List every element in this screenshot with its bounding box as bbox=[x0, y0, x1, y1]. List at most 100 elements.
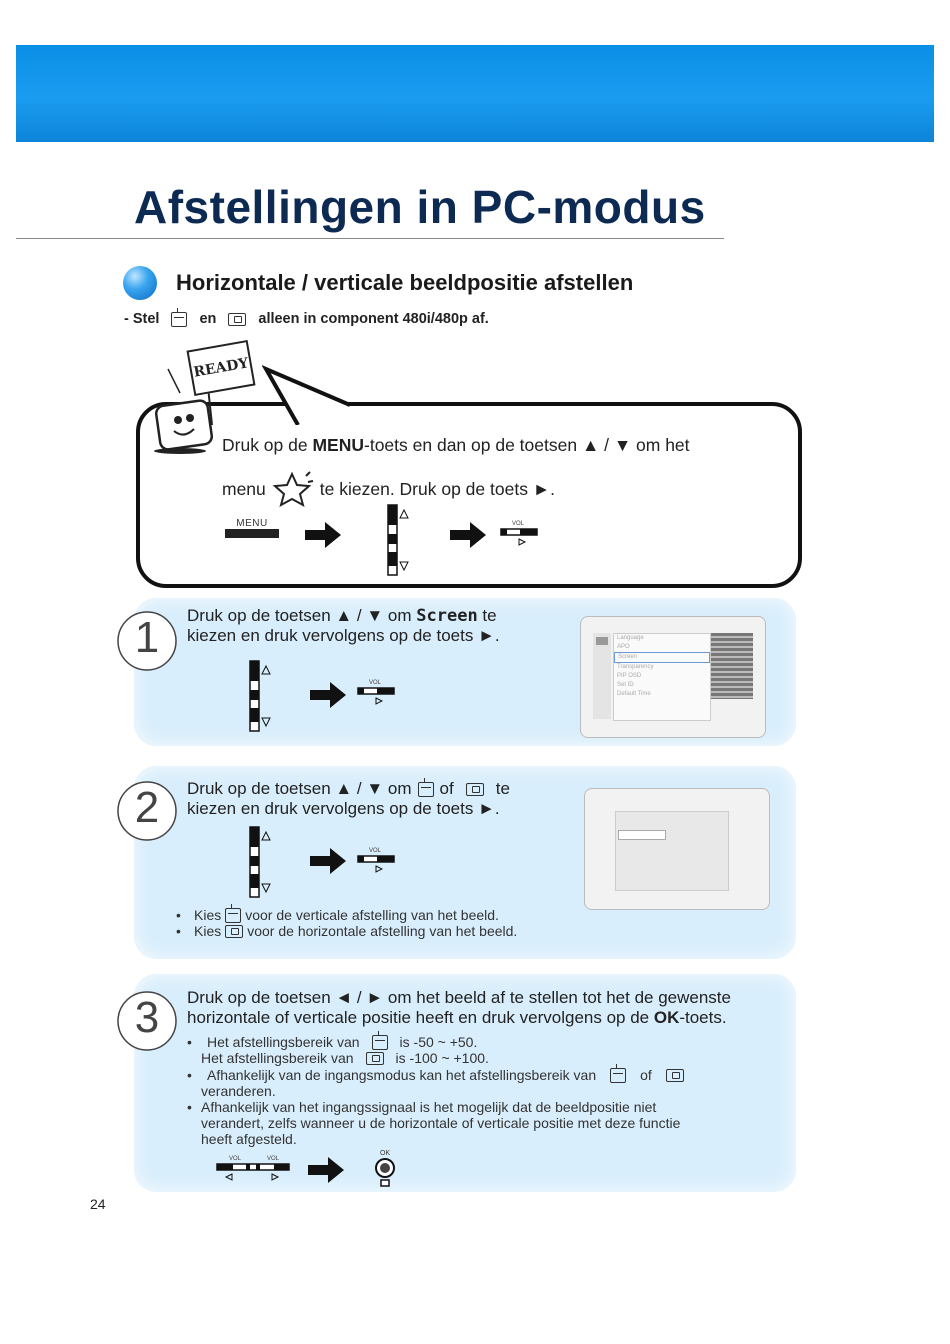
step-3-line-2: horizontale of verticale positie heeft e… bbox=[187, 1008, 727, 1028]
step-text: -toets. bbox=[679, 1008, 727, 1027]
horizontal-position-icon bbox=[465, 782, 484, 796]
step-text: horizontale of verticale positie heeft e… bbox=[187, 1008, 654, 1027]
vol-right-button[interactable]: VOL bbox=[500, 521, 542, 549]
step-3-bullet-2: • Afhankelijk van de ingangsmodus kan he… bbox=[187, 1063, 692, 1083]
step-3-bullet-1b: Het afstellingsbereik van is -100 ~ +100… bbox=[201, 1050, 489, 1066]
step-3-bullet-3: •Afhankelijk van het ingangssignaal is h… bbox=[187, 1099, 656, 1115]
intro-line-1: Druk op de MENU-toets en dan op de toets… bbox=[222, 435, 690, 456]
osd-selected-bar bbox=[618, 830, 666, 840]
osd-screen-menu: Language APO Screen Transparency PIP OSD… bbox=[580, 616, 766, 738]
step-2-line-1: Druk op de toetsen ▲ / ▼ om of te bbox=[187, 777, 510, 799]
horizontal-position-icon bbox=[228, 312, 247, 326]
osd-position-window bbox=[615, 811, 729, 891]
vol-label: VOL bbox=[266, 1156, 279, 1162]
vol-key-icon bbox=[500, 528, 538, 546]
horizontal-position-icon bbox=[365, 1051, 384, 1065]
step-3-number-icon bbox=[117, 991, 177, 1051]
vol-labels: VOL VOL bbox=[216, 1156, 292, 1162]
bullet-text: of bbox=[640, 1067, 652, 1083]
osd-item-selected: Screen bbox=[614, 652, 710, 663]
step-text: Druk op de toetsen ▲ / ▼ om bbox=[187, 779, 412, 798]
vol-right-button[interactable]: VOL bbox=[357, 680, 399, 708]
bullet-text: voor de horizontale afstelling van het b… bbox=[247, 923, 518, 939]
menu-button[interactable]: MENU bbox=[225, 518, 279, 538]
arrow-right-icon bbox=[310, 848, 346, 874]
up-down-buttons[interactable] bbox=[249, 660, 271, 732]
vertical-position-icon bbox=[417, 777, 434, 797]
bullet-text: Afhankelijk van de ingangsmodus kan het … bbox=[207, 1067, 597, 1083]
ok-button[interactable]: OK bbox=[372, 1150, 398, 1192]
vertical-position-icon bbox=[171, 307, 188, 327]
step-text: te bbox=[477, 606, 497, 625]
vol-label: VOL bbox=[368, 680, 381, 686]
horizontal-position-icon bbox=[665, 1068, 684, 1082]
vol-left-right-buttons[interactable]: VOL VOL bbox=[216, 1156, 292, 1187]
note-prefix: - Stel bbox=[124, 311, 160, 327]
osd-side-icons bbox=[593, 633, 611, 719]
bullet-text: Afhankelijk van het ingangssignaal is he… bbox=[201, 1099, 657, 1115]
star-menu-icon bbox=[272, 471, 313, 508]
vol-key-icon bbox=[357, 855, 395, 873]
osd-item: Transparency bbox=[617, 664, 654, 670]
vertical-position-icon bbox=[371, 1030, 388, 1050]
osd-icon bbox=[596, 637, 608, 645]
step-2-number-icon bbox=[117, 781, 177, 841]
step-3-bullet-1a: • Het afstellingsbereik van is -50 ~ +50… bbox=[187, 1030, 478, 1050]
step-text: te bbox=[495, 779, 510, 798]
page-title: Afstellingen in PC-modus bbox=[134, 181, 706, 233]
vol-right-button[interactable]: VOL bbox=[357, 848, 399, 876]
intro-line-2: menu te kiezen. Druk op de toets ►. bbox=[222, 470, 555, 508]
step-1-line-2: kiezen en druk vervolgens op de toets ►. bbox=[187, 626, 500, 645]
arrow-right-icon bbox=[308, 1157, 344, 1183]
step-2-bullet-2: • Kies voor de horizontale afstelling va… bbox=[176, 923, 517, 939]
bullet-text: Kies bbox=[194, 923, 222, 939]
step-2-number: 2 bbox=[134, 783, 160, 832]
menu-button-label: MENU bbox=[236, 518, 268, 529]
vertical-position-icon bbox=[610, 1063, 627, 1083]
up-down-buttons[interactable] bbox=[387, 504, 409, 576]
vol-label: VOL bbox=[228, 1156, 241, 1162]
horizontal-position-icon bbox=[225, 924, 244, 938]
note-and: en bbox=[199, 311, 217, 327]
bullet-dot: • bbox=[187, 1067, 192, 1083]
intro-text: menu bbox=[222, 478, 266, 499]
tv-mascot-icon bbox=[154, 368, 214, 454]
ready-sign: READY bbox=[186, 339, 256, 397]
bullet-text: is -100 ~ +100. bbox=[395, 1050, 489, 1066]
step-3-number: 3 bbox=[134, 993, 160, 1042]
osd-item: APO bbox=[617, 644, 630, 650]
speech-tail bbox=[262, 365, 351, 425]
title-divider bbox=[16, 238, 724, 239]
osd-item: Set ID bbox=[617, 682, 634, 688]
step-3-panel bbox=[134, 974, 796, 1192]
vol-key-icon bbox=[357, 687, 395, 705]
step-3-bullet-3-cont: heeft afgesteld. bbox=[201, 1131, 297, 1147]
up-down-buttons[interactable] bbox=[249, 826, 271, 898]
osd-submenu-preview bbox=[711, 633, 753, 699]
step-1-number-icon bbox=[117, 611, 177, 671]
header-banner bbox=[16, 45, 934, 142]
step-1-line-1: Druk op de toetsen ▲ / ▼ om Screen te bbox=[187, 606, 497, 626]
page-number: 24 bbox=[90, 1196, 106, 1212]
bullet-text: is -50 ~ +50. bbox=[399, 1034, 478, 1050]
step-2-line-2: kiezen en druk vervolgens op de toets ►. bbox=[187, 799, 500, 818]
step-1-number: 1 bbox=[134, 613, 160, 662]
section-bullet-icon bbox=[123, 266, 157, 300]
intro-speech-box bbox=[136, 402, 802, 588]
bullet-text: Het afstellingsbereik van bbox=[207, 1034, 360, 1050]
osd-item-list: Language APO Screen Transparency PIP OSD… bbox=[613, 633, 711, 721]
ok-label: OK bbox=[379, 1150, 391, 1157]
intro-text: te kiezen. Druk op de toets ►. bbox=[319, 478, 555, 499]
bullet-dot: • bbox=[176, 907, 181, 923]
step-3-line-1: Druk op de toetsen ◄ / ► om het beeld af… bbox=[187, 988, 731, 1007]
step-text: of bbox=[439, 779, 454, 798]
ok-key-label: OK bbox=[653, 1008, 680, 1027]
step-2-bullet-1: • Kies voor de verticale afstelling van … bbox=[176, 903, 499, 923]
step-3-bullet-2-cont: veranderen. bbox=[201, 1083, 276, 1099]
component-note: - Stel en alleen in component 480i/480p … bbox=[124, 307, 489, 327]
vertical-position-icon bbox=[225, 903, 242, 923]
vol-label: VOL bbox=[511, 521, 524, 527]
bullet-dot: • bbox=[176, 923, 181, 939]
screen-key-label: Screen bbox=[416, 606, 478, 626]
menu-key-bar bbox=[225, 529, 279, 538]
